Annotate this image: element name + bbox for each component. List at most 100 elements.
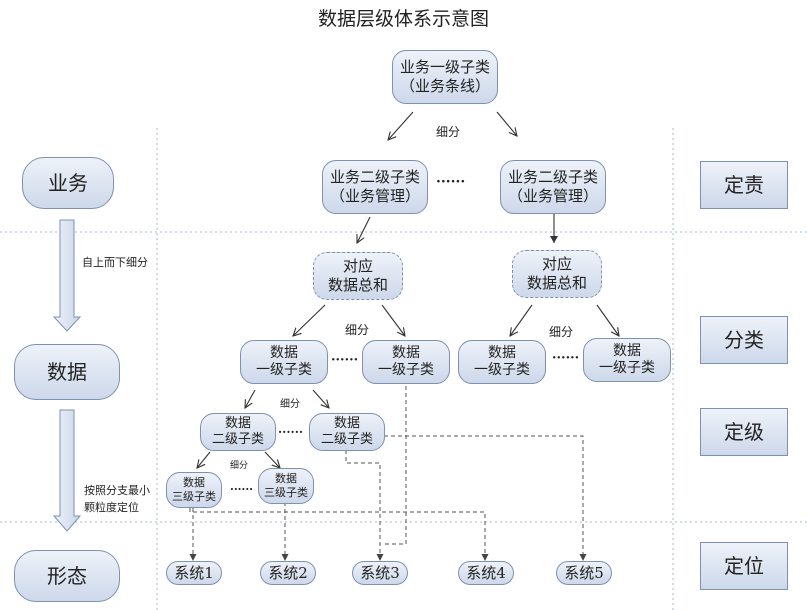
system-label: 系统5 xyxy=(564,563,604,582)
arrowhead-sys1 xyxy=(189,554,197,561)
connector-l2b-to-sys3 xyxy=(345,450,381,556)
node-line: 一级子类 xyxy=(474,362,530,378)
connector-l3b-to-sys4 xyxy=(189,508,486,556)
arrowhead-sys2 xyxy=(281,554,289,561)
ellipsis-data-level3: ······ xyxy=(230,483,253,496)
node-line: （业务条线） xyxy=(399,77,490,95)
arrowhead-sys5 xyxy=(579,554,587,561)
data-total-node-right: 对应 数据总和 xyxy=(512,250,602,298)
stage-classify: 分类 xyxy=(700,316,788,364)
node-line: 数据 xyxy=(183,476,205,490)
arrow-a-to-l2a xyxy=(245,389,256,408)
arrow-l2a-to-l3b xyxy=(264,451,280,468)
node-line: 数据 xyxy=(613,342,641,359)
top-down-label: 自上而下细分 xyxy=(82,256,148,269)
connector-l1b-to-sys3 xyxy=(384,386,407,545)
node-line: 三级子类 xyxy=(172,490,216,503)
note-line: 按照分支最小 xyxy=(84,484,150,497)
arrow-l2-left-to-total xyxy=(357,216,371,243)
system-node-1: 系统1 xyxy=(166,561,222,585)
layer-form: 形态 xyxy=(14,550,120,602)
arrow-total-right-to-d xyxy=(596,304,619,336)
stage-label: 分类 xyxy=(724,327,764,352)
arrow-l1-to-l2-right xyxy=(496,111,517,136)
branch-locate-note: 按照分支最小 颗粒度定位 xyxy=(84,483,150,516)
refine-label-top: 细分 xyxy=(436,125,461,139)
data-level1-node-b: 数据 一级子类 xyxy=(362,340,450,384)
stage-label: 定责 xyxy=(724,172,764,197)
stage-label: 定级 xyxy=(724,419,764,444)
data-level1-node-d: 数据 一级子类 xyxy=(583,338,671,382)
node-line: （业务管理） xyxy=(329,187,420,205)
node-line: 业务二级子类 xyxy=(329,168,420,187)
refine-label-l3: 细分 xyxy=(230,461,249,471)
business-level2-node-left: 业务二级子类 （业务管理） xyxy=(322,160,428,214)
node-line: 业务一级子类 xyxy=(399,58,490,77)
connector-l2b-to-sys5 xyxy=(384,435,584,556)
node-line: 二级子类 xyxy=(211,432,264,447)
stage-label: 定位 xyxy=(724,553,764,578)
diagram-title: 数据层级体系示意图 xyxy=(317,8,489,30)
ellipsis-data-level2: ······ xyxy=(278,425,304,439)
refine-label-l2: 细分 xyxy=(280,399,300,410)
node-line: 一级子类 xyxy=(599,360,655,376)
node-line: 对应 xyxy=(342,257,373,276)
node-line: 一级子类 xyxy=(256,362,312,378)
arrow-a-to-l2b xyxy=(312,389,329,408)
node-line: 数据总和 xyxy=(526,274,587,292)
node-line: （业务管理） xyxy=(507,187,598,205)
node-line: 数据 xyxy=(392,344,420,361)
refine-label-l1-left: 细分 xyxy=(345,323,370,337)
node-line: 三级子类 xyxy=(264,486,308,499)
arrow-total-left-to-b xyxy=(381,304,405,336)
layer-data: 数据 xyxy=(14,344,120,400)
system-label: 系统3 xyxy=(360,563,400,582)
node-line: 数据总和 xyxy=(327,276,388,294)
layer-form-label: 形态 xyxy=(47,563,87,588)
business-level2-node-right: 业务二级子类 （业务管理） xyxy=(500,160,606,214)
data-total-node-left: 对应 数据总和 xyxy=(313,252,403,300)
arrow-total-left-to-a xyxy=(293,304,326,336)
system-node-5: 系统5 xyxy=(556,561,612,585)
refine-label-l1-right: 细分 xyxy=(549,325,574,339)
system-label: 系统2 xyxy=(268,563,308,582)
node-line: 数据 xyxy=(224,415,251,431)
stage-grade: 定级 xyxy=(700,408,788,456)
node-line: 二级子类 xyxy=(320,432,373,447)
arrowhead-sys4 xyxy=(481,554,489,561)
note-line: 颗粒度定位 xyxy=(84,500,139,514)
node-line: 一级子类 xyxy=(378,362,434,378)
data-level3-node-b: 数据 三级子类 xyxy=(258,468,314,504)
arrow-l2a-to-l3a xyxy=(197,451,211,468)
data-level2-node-b: 数据 二级子类 xyxy=(309,413,385,451)
ellipsis-data-level1-right: ······ xyxy=(552,351,580,366)
system-label: 系统4 xyxy=(466,563,506,582)
node-line: 对应 xyxy=(541,255,572,274)
stage-locate: 定位 xyxy=(700,542,788,590)
node-line: 数据 xyxy=(270,344,298,361)
ellipsis-business-level2: ······ xyxy=(436,174,466,190)
stage-assign-responsibility: 定责 xyxy=(700,161,788,209)
arrowhead-sys3 xyxy=(376,554,384,561)
data-level1-node-c: 数据 一级子类 xyxy=(458,340,546,384)
node-line: 数据 xyxy=(275,472,297,486)
layer-business-label: 业务 xyxy=(48,170,88,195)
layer-business: 业务 xyxy=(22,157,114,209)
node-line: 数据 xyxy=(333,415,360,431)
node-line: 数据 xyxy=(488,344,516,361)
layer-data-label: 数据 xyxy=(47,359,87,384)
system-node-2: 系统2 xyxy=(260,561,316,585)
ellipsis-data-level1-left: ······ xyxy=(331,353,359,368)
arrow-total-right-to-c xyxy=(510,304,533,336)
arrow-l1-to-l2-left xyxy=(388,111,414,140)
data-level3-node-a: 数据 三级子类 xyxy=(166,472,222,508)
system-label: 系统1 xyxy=(174,563,214,582)
business-level1-node: 业务一级子类 （业务条线） xyxy=(392,50,498,104)
data-level1-node-a: 数据 一级子类 xyxy=(240,340,328,384)
data-level2-node-a: 数据 二级子类 xyxy=(200,413,276,451)
system-node-3: 系统3 xyxy=(352,561,408,585)
system-node-4: 系统4 xyxy=(458,561,514,585)
node-line: 业务二级子类 xyxy=(507,168,598,187)
